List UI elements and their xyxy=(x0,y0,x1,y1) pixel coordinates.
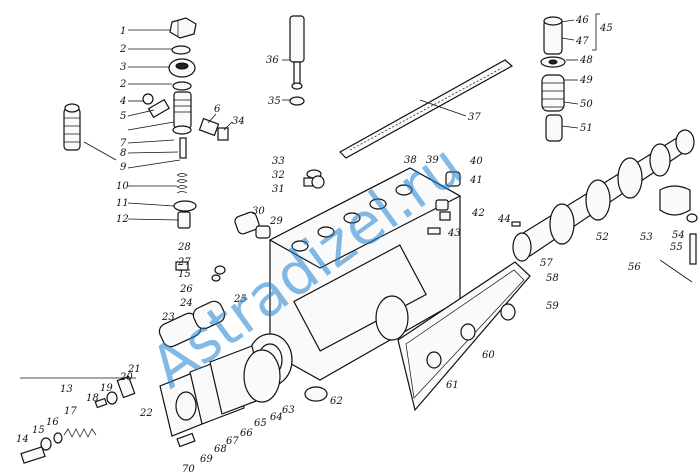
callout-51: 51 xyxy=(580,123,593,134)
callout-65: 65 xyxy=(254,418,267,429)
callout-46: 46 xyxy=(575,15,589,26)
callout-6: 6 xyxy=(214,104,221,115)
callout-50: 50 xyxy=(580,99,593,110)
callout-17: 17 xyxy=(64,406,77,417)
callout-35: 35 xyxy=(268,96,281,107)
callout-37: 37 xyxy=(468,112,481,123)
callout-28: 28 xyxy=(177,242,191,253)
callout-68: 68 xyxy=(214,444,227,455)
callout-26: 26 xyxy=(179,284,193,295)
callout-66: 66 xyxy=(240,428,253,439)
callout-3: 3 xyxy=(120,62,126,73)
callout-61: 61 xyxy=(446,380,459,391)
leader-lines xyxy=(83,13,600,221)
lower-left-parts xyxy=(20,375,136,464)
plunger-and-rack xyxy=(289,15,514,159)
callout-59: 59 xyxy=(546,301,559,312)
callout-20: 20 xyxy=(119,372,133,383)
callout-15: 15 xyxy=(32,425,45,436)
callout-39: 39 xyxy=(426,155,439,166)
callout-69: 69 xyxy=(200,454,213,465)
callout-44: 44 xyxy=(497,214,511,225)
callout-60: 60 xyxy=(482,350,495,361)
callout-21: 21 xyxy=(127,364,141,375)
callout-32: 32 xyxy=(272,170,285,181)
callout-2b: 2 xyxy=(119,79,126,90)
callout-29: 29 xyxy=(269,216,283,227)
callout-45: 45 xyxy=(599,23,613,34)
callout-62: 62 xyxy=(330,396,343,407)
callout-56: 56 xyxy=(628,262,641,273)
inspection-cover xyxy=(397,261,531,412)
callout-16: 16 xyxy=(46,417,59,428)
callout-33: 33 xyxy=(272,156,285,167)
callout-25: 25 xyxy=(233,294,247,305)
callout-18: 18 xyxy=(86,393,99,404)
callout-24: 24 xyxy=(179,298,193,309)
camshaft xyxy=(512,129,695,262)
front-flange-parts xyxy=(158,300,328,448)
callout-70: 70 xyxy=(182,464,195,475)
callout-8: 8 xyxy=(120,148,126,159)
callout-47: 47 xyxy=(575,36,589,47)
callout-42: 42 xyxy=(471,208,485,219)
callout-14: 14 xyxy=(16,434,29,445)
callout-38: 38 xyxy=(404,155,417,166)
callout-22: 22 xyxy=(139,408,153,419)
callout-58: 58 xyxy=(546,273,559,284)
tappet-group xyxy=(540,16,566,142)
callout-15b: 15 xyxy=(178,269,191,280)
delivery-valve-stack xyxy=(63,17,229,229)
callout-55: 55 xyxy=(670,242,683,253)
callout-4: 4 xyxy=(119,96,126,107)
callout-labels: 1 2 3 2 4 5 6 7 8 9 10 11 12 13 14 15 15… xyxy=(16,15,685,475)
callout-31: 31 xyxy=(272,184,285,195)
callout-5: 5 xyxy=(120,111,126,122)
callout-10: 10 xyxy=(116,181,129,192)
small-fittings xyxy=(175,169,698,283)
callout-49: 49 xyxy=(579,75,593,86)
callout-36: 36 xyxy=(266,55,279,66)
callout-7: 7 xyxy=(120,138,127,149)
callout-48: 48 xyxy=(579,55,593,66)
callout-30: 30 xyxy=(252,206,265,217)
callout-1: 1 xyxy=(120,26,126,37)
callout-2: 2 xyxy=(119,44,126,55)
callout-52: 52 xyxy=(596,232,609,243)
callout-9: 9 xyxy=(120,162,127,173)
callout-11: 11 xyxy=(116,198,129,209)
callout-41: 41 xyxy=(469,175,483,186)
callout-43: 43 xyxy=(447,228,461,239)
callout-63: 63 xyxy=(282,405,295,416)
callout-34: 34 xyxy=(232,116,245,127)
callout-23: 23 xyxy=(161,312,175,323)
callout-19: 19 xyxy=(100,383,113,394)
callout-64: 64 xyxy=(270,412,283,423)
callout-54: 54 xyxy=(672,230,685,241)
callout-53: 53 xyxy=(640,232,653,243)
callout-12: 12 xyxy=(116,214,129,225)
callout-13: 13 xyxy=(60,384,73,395)
callout-57: 57 xyxy=(540,258,553,269)
callout-67: 67 xyxy=(226,436,239,447)
callout-27: 27 xyxy=(177,257,191,268)
callout-40: 40 xyxy=(469,156,483,167)
